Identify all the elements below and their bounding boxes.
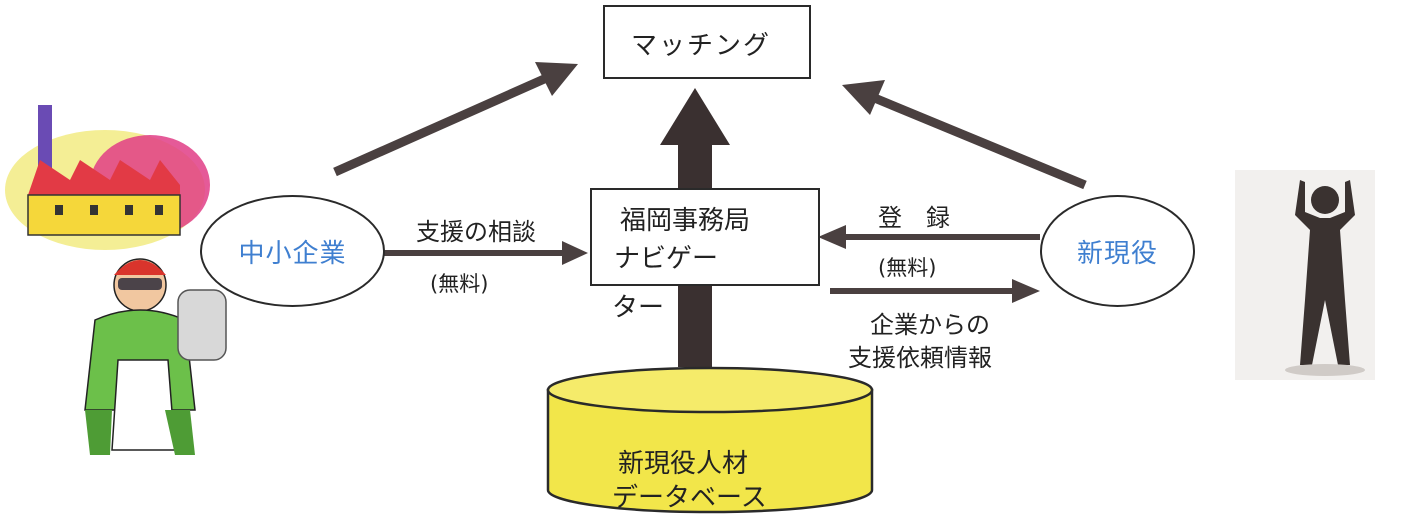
- silhouette-illustration: [1235, 170, 1375, 380]
- request-info-line1: 企業からの: [870, 311, 990, 339]
- navigator-label-line1: 福岡事務局: [620, 206, 751, 236]
- sme-label: 中小企業: [238, 238, 347, 269]
- retiree-label: 新現役: [1076, 238, 1158, 269]
- arrow-navigator-to-retiree: [830, 279, 1040, 303]
- consult-fee-label: (無料): [430, 272, 489, 296]
- navigator-box: 福岡事務局 ナビゲー: [590, 188, 820, 286]
- database-label-line1: 新現役人材: [618, 449, 749, 479]
- register-fee-label: (無料): [878, 256, 937, 280]
- database-cylinder: [546, 366, 874, 514]
- navigator-label-line3: ター: [612, 293, 665, 323]
- factory-illustration: [5, 105, 210, 250]
- request-info-line2: 支援依頼情報: [848, 344, 992, 372]
- navigator-label-line2: ナビゲー: [614, 244, 719, 274]
- sme-node: 中小企業: [200, 195, 385, 307]
- arrow-retiree-to-navigator: [818, 225, 1040, 249]
- consult-label: 支援の相談: [416, 218, 536, 246]
- link-database-navigator: [678, 285, 712, 367]
- matching-label: マッチング: [631, 31, 772, 61]
- worker-illustration: [84, 258, 227, 455]
- arrow-navigator-to-matching: [660, 88, 730, 188]
- register-label: 登 録: [878, 204, 950, 232]
- arrow-sme-to-matching: [333, 62, 578, 177]
- arrow-retiree-to-matching: [842, 80, 1087, 190]
- matching-box: マッチング: [603, 5, 811, 79]
- database-label-line2: データベース: [612, 483, 767, 513]
- retiree-node: 新現役: [1040, 195, 1195, 307]
- arrow-sme-to-navigator: [380, 241, 588, 265]
